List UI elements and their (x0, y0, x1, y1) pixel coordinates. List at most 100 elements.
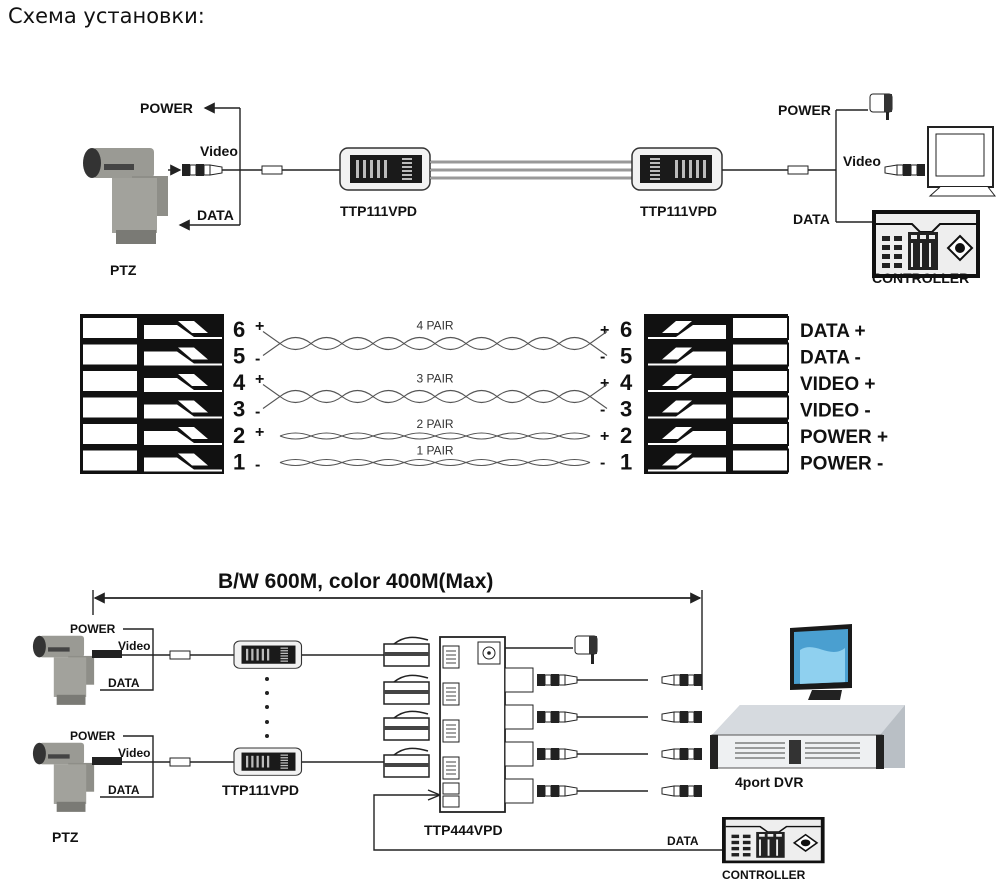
distance-label: B/W 600M, color 400M(Max) (218, 570, 493, 593)
data-label: DATA (667, 834, 699, 848)
bnc-connector-icon (536, 673, 578, 687)
bnc-jack-icon (504, 778, 534, 804)
pair-fanout-left (262, 384, 281, 409)
pin-sign-left: + (255, 318, 264, 335)
rj45-port-icon (442, 645, 460, 669)
terminal-slot-left (81, 316, 225, 340)
dvr-icon (710, 705, 905, 769)
pin-function-label: POWER - (800, 454, 883, 475)
port-pins (446, 724, 456, 738)
controller-icon (721, 816, 826, 865)
balun-right-label: TTP111VPD (640, 203, 717, 219)
terminal-slot-right (645, 395, 789, 420)
lcd-monitor-icon (790, 624, 852, 700)
controller-icon (871, 209, 981, 279)
ptz-camera-icon (83, 148, 168, 244)
bnc-connector-icon (536, 784, 578, 798)
balun-left-label: TTP111VPD (340, 203, 417, 219)
controller-label: CONTROLLER (722, 868, 806, 882)
rj45-coupler-icon (787, 165, 809, 175)
bnc-connector-icon (536, 710, 578, 724)
terminal-slot-left (81, 448, 225, 473)
hub-icon (439, 636, 506, 813)
rj45-port-icon (442, 682, 460, 706)
pin-function-label: DATA - (800, 348, 861, 369)
pin-sign-left: - (255, 457, 260, 474)
ptz-camera-icon (32, 742, 95, 812)
pin-sign-left: - (255, 351, 260, 368)
bottom-diagram: B/W 600M, color 400M(Max) POWER Video DA… (32, 570, 905, 882)
pin-sign-right: - (600, 402, 605, 419)
camera1-power-label: POWER (70, 622, 116, 636)
balun-label: TTP111VPD (222, 782, 299, 798)
rj45-coupler-icon (261, 165, 283, 175)
pin-sign-right: - (600, 349, 605, 366)
terminal-block-left (80, 314, 224, 474)
twisted-pair-wire (279, 435, 591, 440)
port-pins (446, 761, 456, 775)
terminal-slot-left (81, 422, 225, 446)
pin-number-right: 3 (620, 397, 632, 422)
pair-label: 3 PAIR (416, 372, 453, 386)
right-data-label: DATA (793, 211, 830, 227)
twisted-pair-wire (279, 342, 591, 351)
pin-function-label: POWER + (800, 427, 888, 448)
controller-label: CONTROLLER (872, 270, 969, 286)
pin-number-right: 4 (620, 370, 633, 395)
pin-function-label: DATA + (800, 321, 866, 342)
left-data-label: DATA (197, 207, 234, 223)
port-pins (446, 687, 456, 701)
rj45-plug-icon (383, 710, 430, 741)
camera1-video-label: Video (118, 639, 150, 653)
rj45-plug-icon (383, 636, 430, 667)
pin-function-label: VIDEO + (800, 374, 876, 395)
rj45-coupler-icon (169, 757, 191, 767)
bnc-connector-icon (92, 650, 122, 658)
right-video-label: Video (843, 153, 881, 169)
data-line (373, 794, 722, 851)
bnc-connector-icon (661, 747, 703, 761)
pair-fanout-right (589, 331, 608, 356)
bnc-connector-icon (661, 784, 703, 798)
left-video-label: Video (200, 143, 238, 159)
twisted-pair-wire (279, 336, 591, 345)
pair-label: 4 PAIR (416, 319, 453, 333)
pin-sign-left: - (255, 404, 260, 421)
terminal-slot-right (645, 448, 789, 473)
terminal-slot-right (645, 369, 789, 393)
balun-icon (233, 747, 303, 776)
pin-number-left: 6 (233, 317, 245, 342)
pin-number-left: 2 (233, 423, 245, 448)
terminal-slot-right (645, 316, 789, 340)
bnc-jack-icon (504, 667, 534, 693)
pin-number-left: 4 (233, 370, 246, 395)
power-adapter-icon (574, 635, 598, 664)
camera2-video-label: Video (118, 746, 150, 760)
page-title: Схема установки: (8, 4, 205, 28)
camera2-data-label: DATA (108, 783, 140, 797)
pair-label: 2 PAIR (416, 417, 453, 431)
dvr-label: 4port DVR (735, 774, 803, 790)
ptz-label: PTZ (110, 262, 137, 278)
ptz-camera-icon (32, 635, 95, 705)
rj45-coupler-icon (169, 650, 191, 660)
utp-cable (430, 160, 632, 180)
pin-number-right: 6 (620, 317, 632, 342)
terminal-slot-left (81, 342, 225, 367)
rj45-port-icon (442, 719, 460, 743)
terminal-slot-right (645, 342, 789, 367)
data-line-fork (427, 789, 441, 801)
bnc-connector-icon (661, 673, 703, 687)
pin-number-right: 2 (620, 423, 632, 448)
bnc-connector-icon (536, 747, 578, 761)
pin-sign-left: + (255, 424, 264, 441)
balun-right-icon (631, 147, 723, 191)
left-power-label: POWER (140, 100, 193, 116)
pin-number-left: 3 (233, 397, 245, 422)
ellipsis-dots (265, 677, 269, 738)
camera1-data-label: DATA (108, 676, 140, 690)
pin-sign-right: + (600, 428, 609, 445)
right-power-label: POWER (778, 102, 831, 118)
bnc-jack-icon (504, 704, 534, 730)
balun-icon (233, 640, 303, 669)
